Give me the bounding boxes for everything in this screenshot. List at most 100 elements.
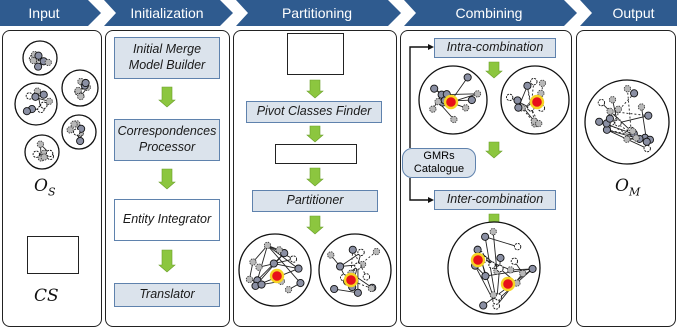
- graph-node: [29, 56, 37, 65]
- graph-node: [33, 87, 41, 95]
- inter-combination: Inter-combination: [434, 190, 556, 210]
- flow-arrow: [306, 167, 324, 187]
- graph-node: [642, 137, 651, 146]
- graph-edge: [530, 107, 540, 124]
- header-initialization-label: Initialization: [130, 5, 204, 21]
- flow-arrow: [158, 86, 176, 108]
- graph-node: [362, 273, 371, 281]
- graph-node: [514, 103, 523, 112]
- pivot-class: [470, 252, 486, 268]
- graph-node: [528, 264, 537, 273]
- graph-node: [22, 107, 31, 116]
- graph-node: [353, 288, 362, 297]
- header-partitioning-label: Partitioning: [281, 5, 353, 21]
- graph-node: [34, 51, 43, 60]
- flow-arrow: [485, 61, 503, 79]
- graph-node: [608, 96, 617, 104]
- graph-node: [519, 269, 527, 277]
- graph-node: [535, 119, 543, 128]
- graph-node: [74, 86, 82, 95]
- graph-edge: [626, 88, 632, 131]
- graph-node: [481, 232, 490, 241]
- om-label: OM: [615, 176, 640, 198]
- graph-node: [606, 107, 614, 115]
- graph-edge: [352, 249, 367, 278]
- graph-node: [39, 90, 48, 99]
- graph-node: [623, 135, 631, 143]
- graph-edge: [267, 245, 301, 284]
- initial-merge-model-builder: Initial Merge Model Builder: [114, 37, 220, 79]
- header-initialization: Initialization: [104, 0, 234, 26]
- correspondences-processor: Correspondences Processor: [114, 119, 220, 161]
- cs-label: CS: [34, 286, 59, 306]
- graph-edge: [484, 236, 518, 248]
- graph-edge: [517, 100, 535, 122]
- pivot-classes-finder: Pivot Classes Finder: [246, 101, 382, 123]
- graph-node: [463, 73, 472, 82]
- pivot-class: [443, 94, 459, 110]
- graph-node: [595, 117, 604, 126]
- graph-node: [513, 279, 521, 287]
- partitioner: Partitioner: [252, 190, 378, 212]
- graph-node: [488, 261, 496, 269]
- graph-node: [429, 105, 437, 113]
- graph-node: [430, 84, 439, 93]
- flow-arrow: [306, 215, 324, 235]
- graph-node: [45, 97, 53, 105]
- graph-node: [614, 119, 622, 127]
- cs-box: [27, 236, 79, 274]
- graph-edge: [339, 252, 362, 267]
- graph-node: [255, 263, 263, 271]
- graph-node: [249, 258, 257, 266]
- graph-node: [31, 92, 40, 101]
- header-combining-label: Combining: [455, 5, 523, 21]
- graph-edge: [252, 245, 268, 263]
- graph-node: [467, 95, 476, 105]
- graph-node: [330, 284, 339, 294]
- pivot-class: [529, 94, 545, 110]
- graph-node: [40, 153, 48, 161]
- graph-node: [70, 120, 78, 128]
- graph-node: [644, 111, 653, 120]
- graph-node: [530, 77, 538, 86]
- graph-node: [296, 279, 305, 288]
- graph-node: [450, 115, 458, 124]
- graph-edge: [609, 110, 649, 117]
- graph-node: [473, 245, 482, 254]
- graph-node: [44, 58, 52, 67]
- graph-node: [506, 93, 514, 102]
- graph-node: [66, 126, 74, 134]
- graph-node: [32, 150, 40, 158]
- pivot-class: [343, 272, 359, 288]
- graph-node: [479, 301, 488, 310]
- graph-node: [496, 264, 504, 273]
- graph-node: [367, 284, 376, 293]
- os-label-main: O: [34, 176, 48, 196]
- graph-node: [630, 89, 639, 98]
- graph-node: [263, 241, 272, 249]
- graph-node: [597, 99, 606, 107]
- graph-node: [45, 149, 54, 158]
- om-label-sub: M: [628, 185, 641, 199]
- graph-node: [513, 96, 522, 105]
- graph-node: [76, 136, 85, 146]
- graph-node: [489, 228, 497, 236]
- header-input: Input: [0, 0, 102, 26]
- graph-node: [506, 266, 515, 274]
- graph-node: [629, 127, 637, 135]
- graph-edge: [483, 258, 511, 271]
- header-combining: Combining: [404, 0, 578, 26]
- graph-node: [489, 291, 498, 299]
- catalogue-link: [409, 178, 432, 201]
- graph-node: [354, 262, 362, 270]
- graph-node: [348, 245, 357, 254]
- graph-node: [357, 248, 365, 257]
- graph-node: [327, 251, 335, 259]
- graph-node: [510, 257, 519, 265]
- graph-node: [537, 89, 545, 97]
- graph-node: [462, 104, 470, 112]
- graph-node: [336, 262, 345, 271]
- graph-node: [294, 264, 303, 273]
- flow-arrow: [158, 249, 176, 273]
- header-partitioning: Partitioning: [236, 0, 402, 26]
